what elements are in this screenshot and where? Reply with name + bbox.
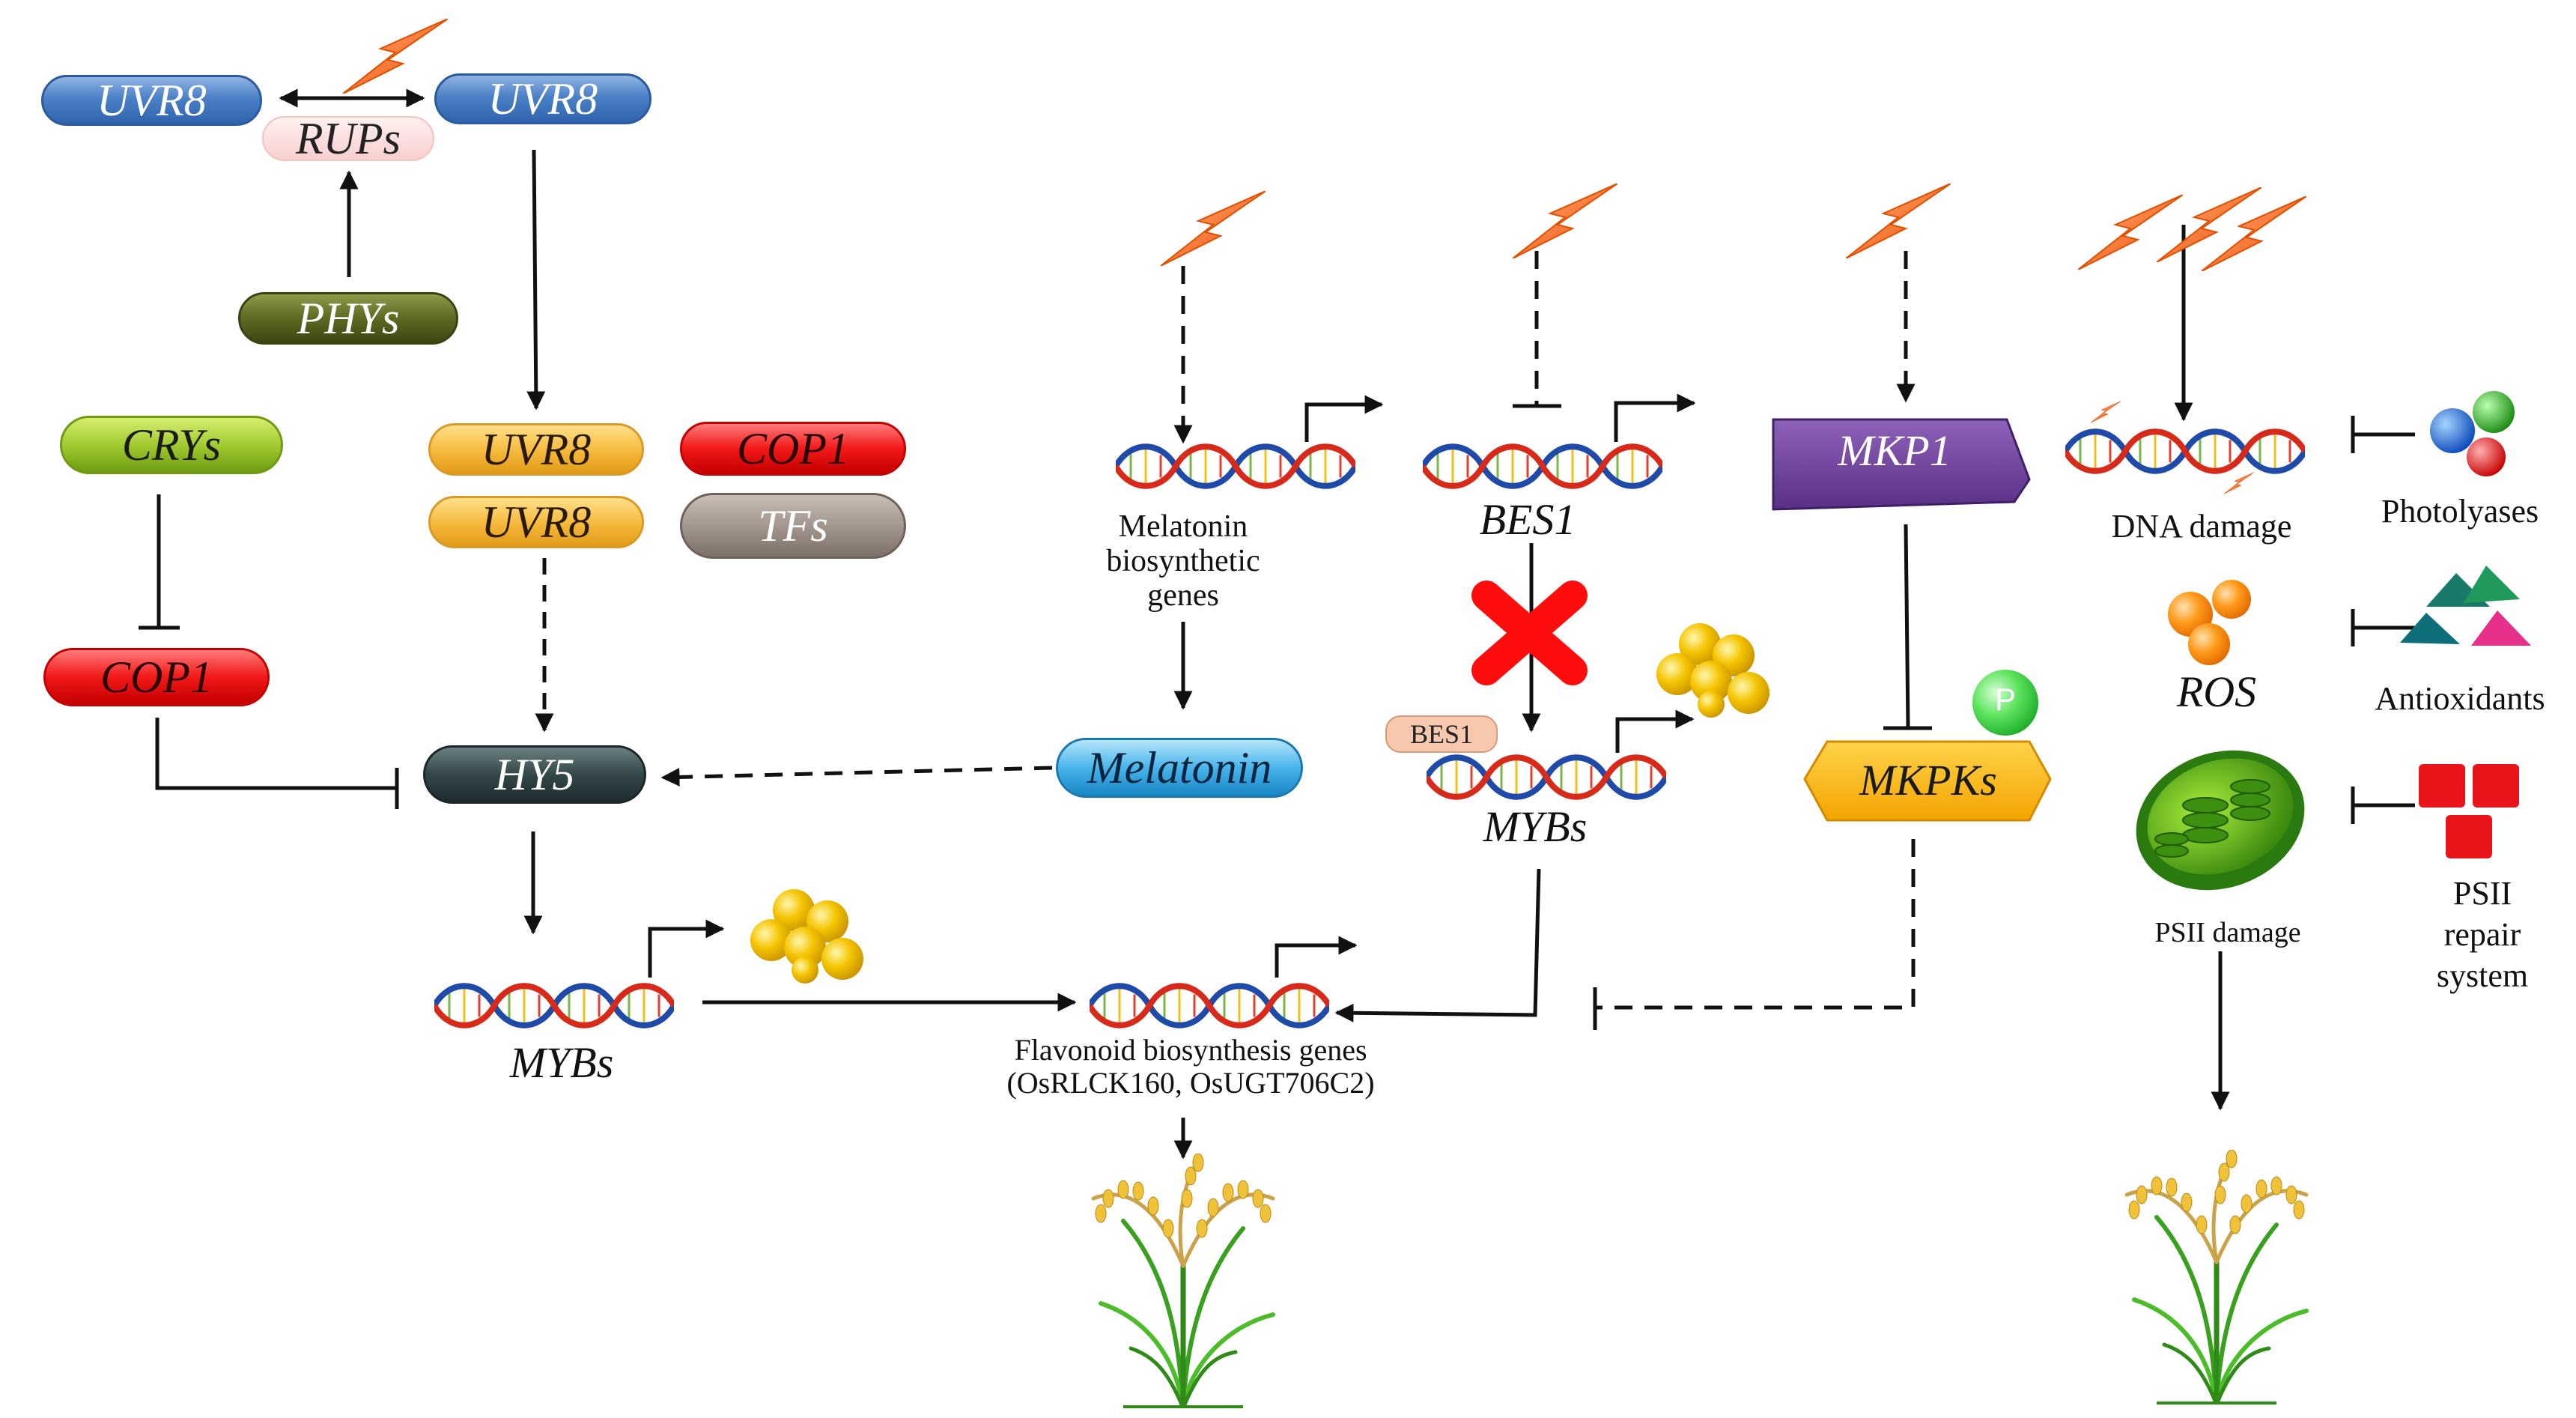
dna-icon (1090, 986, 1329, 1025)
mkpks-shape (1803, 740, 2052, 822)
photolyase-spheres-icon (2430, 391, 2515, 476)
dna-icon (2065, 431, 2305, 471)
melatonin-node: Melatonin (1056, 738, 1303, 798)
bes1-tag: BES1 (1385, 715, 1498, 753)
flavonoid-cluster-icon (1656, 623, 1770, 718)
dna-icon (1427, 757, 1666, 797)
psii-repair-label: PSII repair system (2436, 875, 2529, 994)
uv-bolt-icon (1513, 184, 1617, 258)
cop1-node-top: COP1 (680, 422, 906, 476)
antioxidant-pyramids-icon (2400, 566, 2531, 646)
uv-bolt-icon (1846, 184, 1951, 258)
mybs-gene-label-left: MYBs (509, 1038, 614, 1087)
uv-bolt-icon (343, 19, 448, 94)
bes1-gene-label: BES1 (1479, 495, 1576, 544)
uvr8-monomer-right: UVR8 (434, 73, 651, 124)
rups-node: RUPs (262, 114, 434, 163)
chloroplast-icon (2136, 750, 2305, 891)
phosphate-label: P (1994, 682, 2016, 717)
uv-bolt-icon (1161, 191, 1266, 266)
uv-bolt-icon (2224, 472, 2254, 494)
rice-plant-icon (2127, 1150, 2306, 1405)
uv-bolt-icon (2078, 195, 2183, 270)
melatonin-genes-label: Melatonin biosynthetic genes (1106, 509, 1260, 613)
antioxidants-label: Antioxidants (2375, 680, 2545, 717)
ros-spheres-icon (2168, 580, 2251, 665)
psii-repair-blocks-icon (2419, 764, 2519, 858)
phys-node: PHYs (238, 292, 458, 345)
mkpks-label: MKPKs (1859, 756, 1997, 805)
uvr8-monomer-left: UVR8 (41, 75, 262, 126)
dna-icon (1116, 446, 1355, 486)
hy5-node: HY5 (423, 745, 646, 804)
dna-icon (1423, 446, 1662, 486)
mkp1-shape (1772, 418, 2031, 511)
dna-icon (434, 986, 674, 1025)
crys-node: CRYs (60, 416, 283, 474)
ros-label: ROS (2176, 667, 2257, 716)
flavonoid-cluster-icon (750, 889, 863, 984)
tfs-node: TFs (680, 493, 906, 559)
uv-bolt-icon (2091, 401, 2121, 423)
cop1-node-left: COP1 (43, 648, 270, 706)
uvr8-dimer-bottom: UVR8 (428, 496, 644, 548)
flavonoid-genes-label: Flavonoid biosynthesis genes (OsRLCK160,… (1006, 1033, 1375, 1100)
dna-damage-label: DNA damage (2111, 508, 2292, 545)
photolyases-label: Photolyases (2381, 493, 2539, 530)
mkp1-label: MKP1 (1838, 426, 1951, 475)
inhibition-cross-icon (1471, 581, 1588, 685)
psii-damage-label: PSII damage (2154, 917, 2301, 948)
uvr8-dimer-top: UVR8 (428, 423, 644, 476)
mybs-gene-label-mid: MYBs (1483, 802, 1588, 851)
rice-plant-icon (1093, 1154, 1273, 1408)
phosphate-icon (1972, 670, 2038, 736)
